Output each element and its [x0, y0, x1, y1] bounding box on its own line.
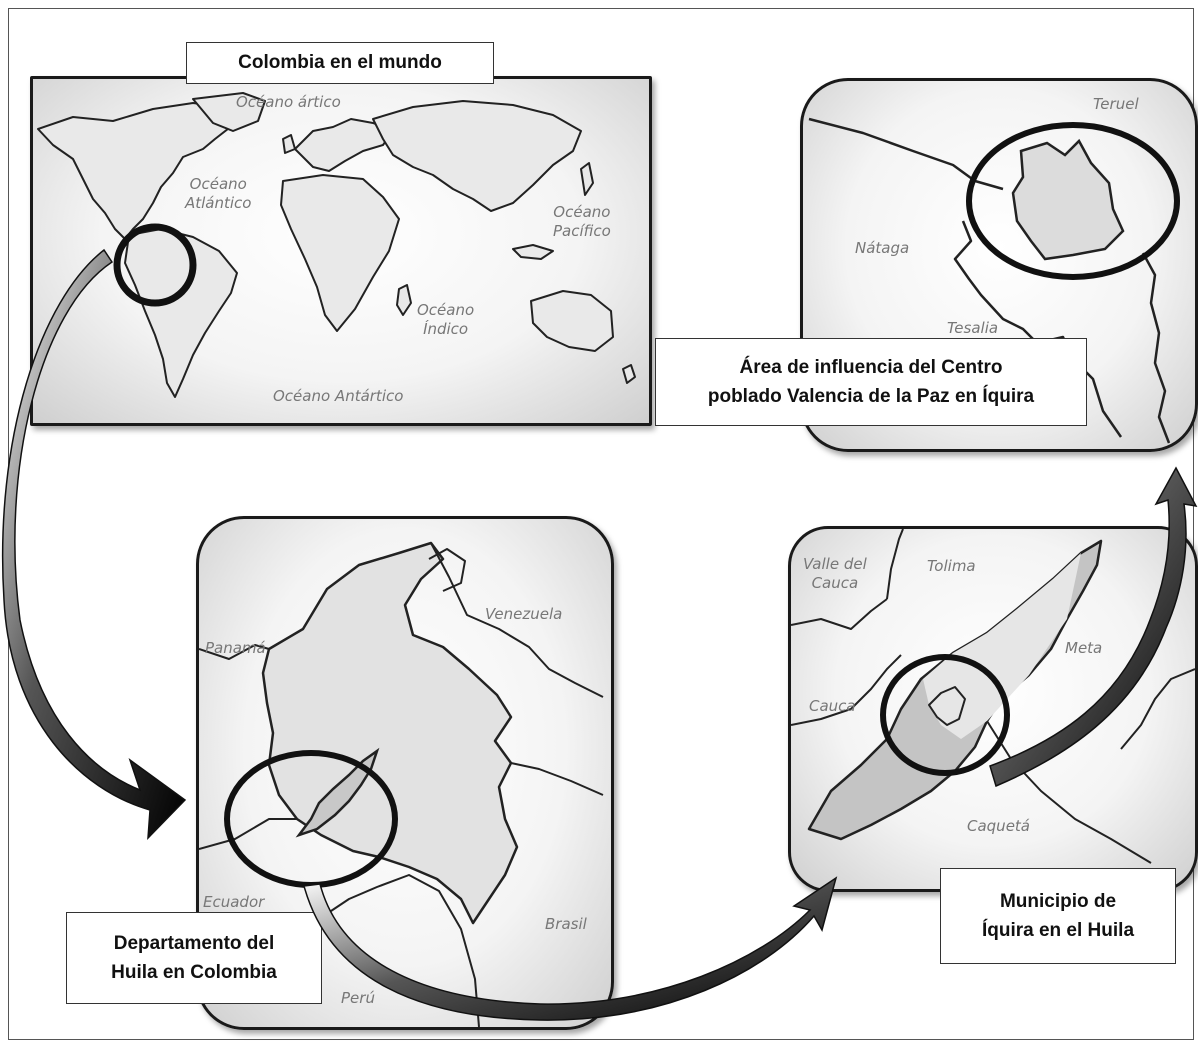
colombia-landmass — [261, 541, 519, 925]
cauca-label: Cauca — [809, 697, 856, 715]
colombia-map-graphic — [199, 541, 604, 1027]
antarctic-ocean-label: Océano Antártico — [273, 387, 404, 405]
influence-area-locator-ellipse — [966, 122, 1180, 280]
australia-landmass — [530, 290, 614, 352]
area-influence-title: Área de influencia del Centro poblado Va… — [655, 338, 1087, 426]
ecuador-label: Ecuador — [203, 893, 265, 911]
area-influence-map-graphic — [808, 117, 1180, 444]
greenland-landmass — [192, 92, 266, 132]
northern-border-line — [808, 117, 1004, 191]
arctic-ocean-label: Océano ártico — [236, 93, 341, 111]
indian-ocean-label-line1: Océano — [417, 301, 475, 319]
teruel-label: Teruel — [1093, 95, 1139, 113]
iquira-municipality-title: Municipio de Íquira en el Huila — [940, 868, 1176, 964]
south-america-landmass — [124, 228, 238, 398]
asia-landmass — [372, 100, 582, 212]
brasil-label: Brasil — [545, 915, 587, 933]
valle-del-cauca-label-line1: Valle del — [803, 555, 867, 573]
valle-del-cauca-label: Valle del Cauca — [803, 555, 867, 593]
area-influence-title-line2: poblado Valencia de la Paz en Íquira — [707, 386, 1035, 407]
valle-del-cauca-label-line2: Cauca — [811, 573, 859, 592]
meta-label: Meta — [1065, 639, 1103, 657]
tolima-label: Tolima — [927, 557, 976, 575]
nataga-label: Nátaga — [855, 239, 910, 257]
atlantic-ocean-label-line1: Océano — [189, 175, 247, 193]
atlantic-ocean-label: Océano Atlántico — [185, 175, 251, 213]
caribbean-coast-detail — [428, 548, 466, 592]
huila-department-shape — [295, 747, 380, 838]
atlantic-ocean-label-line2: Atlántico — [185, 193, 252, 212]
indian-ocean-label-line2: Índico — [423, 319, 469, 338]
meta-border-line — [1120, 668, 1195, 750]
iquira-municipality-title-line1: Municipio de — [999, 890, 1117, 912]
brasil-border-line — [510, 762, 604, 796]
huila-department-title: Departamento del Huila en Colombia — [66, 912, 322, 1004]
huila-department-title-line1: Departamento del — [113, 932, 275, 954]
world-map-title-text: Colombia en el mundo — [238, 52, 442, 74]
peru-label: Perú — [341, 989, 375, 1007]
area-influence-title-line1: Área de influencia del Centro — [739, 356, 1003, 378]
uk-landmass — [282, 134, 296, 154]
iquira-municipality-outline — [928, 686, 966, 726]
valle-border-line — [791, 598, 888, 630]
tolima-border-line — [886, 529, 904, 600]
madagascar-landmass — [396, 284, 412, 316]
africa-landmass — [280, 174, 400, 332]
panama-label: Panamá — [205, 639, 266, 657]
new-zealand-landmass — [622, 364, 636, 384]
eastern-border-line — [1141, 252, 1171, 444]
panama-border-line — [199, 644, 270, 660]
iquira-municipality-title-line2: Íquira en el Huila — [981, 920, 1135, 941]
caqueta-label: Caquetá — [967, 817, 1030, 835]
huila-department-north-highlight — [923, 553, 1081, 739]
cauca-border-line — [791, 654, 902, 726]
world-map-panel: Océano ártico Océano Atlántico Océano Pa… — [30, 76, 652, 426]
tesalia-label: Tesalia — [947, 319, 999, 337]
world-map-graphic — [37, 92, 636, 398]
pacific-ocean-label: Océano Pacífico — [553, 203, 611, 241]
pacific-ocean-label-line1: Océano — [553, 203, 611, 221]
western-border-line — [953, 220, 1038, 344]
iquira-map-panel: Valle del Cauca Tolima Meta Cauca Caquet… — [788, 526, 1198, 892]
ecuador-border-line — [199, 818, 297, 850]
venezuela-border-line — [430, 542, 604, 698]
venezuela-label: Venezuela — [485, 605, 563, 623]
north-america-landmass — [37, 102, 234, 240]
indonesia-landmass — [512, 244, 554, 260]
indian-ocean-label: Océano Índico — [417, 301, 474, 339]
influence-area-shape — [1011, 138, 1125, 261]
japan-landmass — [580, 162, 594, 196]
huila-department-title-line2: Huila en Colombia — [111, 962, 277, 983]
world-map-title: Colombia en el mundo — [186, 42, 494, 84]
pacific-ocean-label-line2: Pacífico — [553, 221, 611, 240]
